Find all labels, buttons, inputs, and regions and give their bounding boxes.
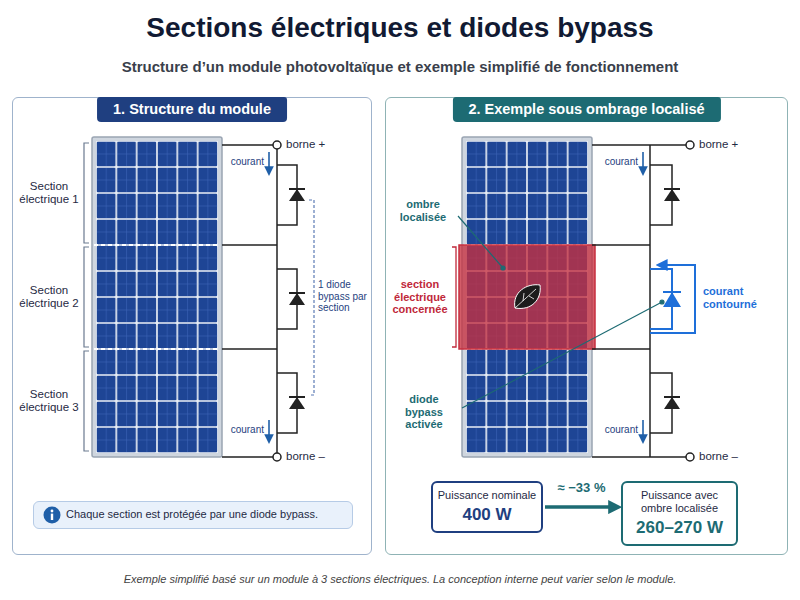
leaf-icon	[515, 285, 541, 309]
arrow-connector	[545, 505, 618, 509]
subtitle: Structure d’un module photovoltaïque et …	[0, 58, 800, 75]
shade-label: ombre localisée	[391, 198, 455, 223]
bypass-diode	[664, 189, 680, 409]
power-value: 260–270 W	[627, 518, 732, 538]
terminal-label: borne –	[286, 450, 356, 463]
terminal	[273, 141, 281, 461]
current-label: courant	[222, 156, 264, 168]
diode-note: 1 diode bypass par section	[318, 279, 370, 314]
shaded-section	[459, 245, 595, 349]
note-text: Chaque section est protégée par une diod…	[66, 508, 344, 522]
box-title: Puissance nominale	[437, 489, 537, 502]
diode-bracket	[309, 200, 314, 395]
bypass-current-label: courant contourné	[703, 285, 783, 310]
wiring	[592, 145, 690, 457]
pv-module	[92, 137, 222, 457]
power-value: 400 W	[437, 505, 537, 525]
info-icon	[43, 506, 61, 524]
section-label: section électrique concernée	[389, 278, 451, 316]
section-label: Section électrique 3	[14, 388, 84, 414]
terminal-label: borne +	[699, 138, 779, 151]
current-arrow	[268, 152, 270, 442]
terminal	[686, 141, 694, 461]
leader-line	[458, 216, 664, 408]
terminal-label: borne +	[286, 138, 356, 151]
current-label: courant	[596, 424, 638, 436]
panel-header: 2. Exemple sous ombrage localisé	[452, 97, 720, 122]
page-title: Sections électriques et diodes bypass	[0, 12, 800, 44]
bypass-diode	[289, 189, 305, 409]
section-bracket	[84, 143, 89, 451]
diode-label: diode bypass activée	[390, 393, 458, 431]
edge-label: ≈ −33 %	[537, 481, 627, 496]
section-bracket	[452, 247, 456, 347]
section-label: Section électrique 1	[14, 180, 84, 206]
power-box: Puissance avec ombre localisée 260–270 W	[621, 481, 738, 546]
current-arrow	[642, 152, 644, 442]
power-box: Puissance nominale 400 W	[431, 481, 543, 533]
caption: Exemple simplifié basé sur un module à 3…	[0, 573, 800, 586]
terminal-label: borne –	[699, 450, 779, 463]
current-label: courant	[596, 156, 638, 168]
active-diode	[663, 292, 681, 307]
panel: 1. Structure du moduleChaque section est…	[12, 97, 372, 555]
wiring	[222, 145, 297, 457]
panel-header: 1. Structure du module	[97, 97, 287, 122]
current-label: courant	[222, 424, 264, 436]
bypassed-current	[650, 265, 695, 333]
section-label: Section électrique 2	[14, 284, 84, 310]
box-title: Puissance avec ombre localisée	[627, 489, 732, 515]
info-box: Chaque section est protégée par une diod…	[33, 501, 353, 529]
